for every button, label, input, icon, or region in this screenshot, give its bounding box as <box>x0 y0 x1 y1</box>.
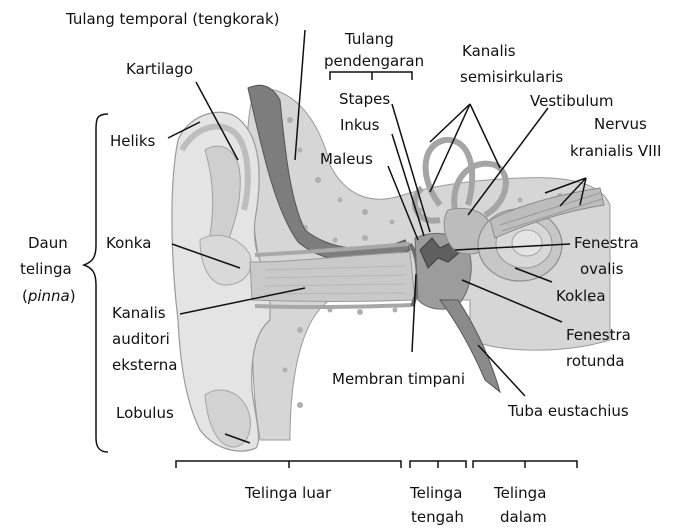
label-kanalis-semi-1: Kanalis <box>462 42 516 60</box>
label-fenestra-rotunda-2: rotunda <box>566 352 625 370</box>
label-maleus: Maleus <box>320 150 373 168</box>
label-telinga-tengah-2: tengah <box>411 508 464 526</box>
label-daun-3-italic: pinna <box>27 287 70 305</box>
label-kanalis-auditori-3: eksterna <box>112 356 177 374</box>
leader-semi-b <box>470 104 500 168</box>
label-telinga-luar: Telinga luar <box>244 484 332 502</box>
label-konka: Konka <box>106 234 151 252</box>
label-kartilago: Kartilago <box>126 60 193 78</box>
label-inkus: Inkus <box>340 116 380 134</box>
ear-illustration <box>172 85 610 451</box>
brace-pinna <box>84 114 108 452</box>
label-telinga-tengah-1: Telinga <box>409 484 462 502</box>
label-tulang-pendengaran-1: Tulang <box>344 30 394 48</box>
label-kanalis-auditori-2: auditori <box>112 330 170 348</box>
label-tuba: Tuba eustachius <box>507 402 629 420</box>
label-stapes: Stapes <box>339 90 390 108</box>
label-daun-3-close: ) <box>70 287 76 305</box>
label-daun-3: (pinna) <box>22 287 76 305</box>
leader-semi-a <box>430 104 470 142</box>
label-telinga-dalam-2: dalam <box>500 508 547 526</box>
label-fenestra-ovalis-2: ovalis <box>580 260 624 278</box>
label-fenestra-ovalis-1: Fenestra <box>574 234 639 252</box>
label-vestibulum: Vestibulum <box>530 92 614 110</box>
label-tulang-pendengaran-2: pendengaran <box>324 52 424 70</box>
label-telinga-dalam-1: Telinga <box>493 484 546 502</box>
label-daun-2: telinga <box>20 260 72 278</box>
bracket-ossicles <box>330 72 412 80</box>
label-daun-1: Daun <box>28 234 68 252</box>
label-lobulus: Lobulus <box>116 404 174 422</box>
label-koklea: Koklea <box>556 287 606 305</box>
label-nervus-2: kranialis VIII <box>570 142 661 160</box>
label-temporal: Tulang temporal (tengkorak) <box>65 10 279 28</box>
label-membran: Membran timpani <box>332 370 465 388</box>
ear-canal-wall-bottom <box>255 305 412 307</box>
label-heliks: Heliks <box>110 132 156 150</box>
label-fenestra-rotunda-1: Fenestra <box>566 326 631 344</box>
label-kanalis-auditori-1: Kanalis <box>112 304 166 322</box>
label-kanalis-semi-2: semisirkularis <box>460 68 563 86</box>
label-nervus-1: Nervus <box>594 115 647 133</box>
